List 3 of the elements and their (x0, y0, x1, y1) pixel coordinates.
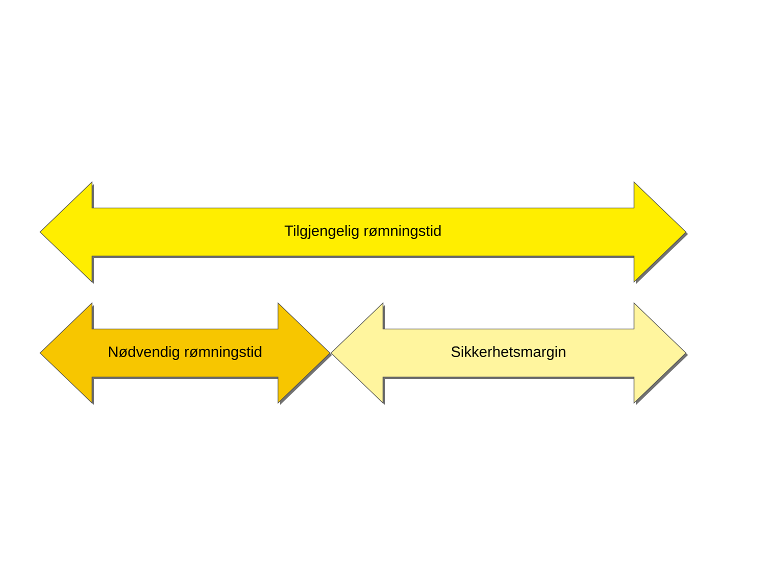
double-headed-box: Sikkerhetsmargin (330, 302, 688, 405)
double-headed-box: Tilgjengelig rømningstid (40, 181, 688, 284)
double-headed-box: Nødvendig rømningstid (40, 302, 332, 405)
